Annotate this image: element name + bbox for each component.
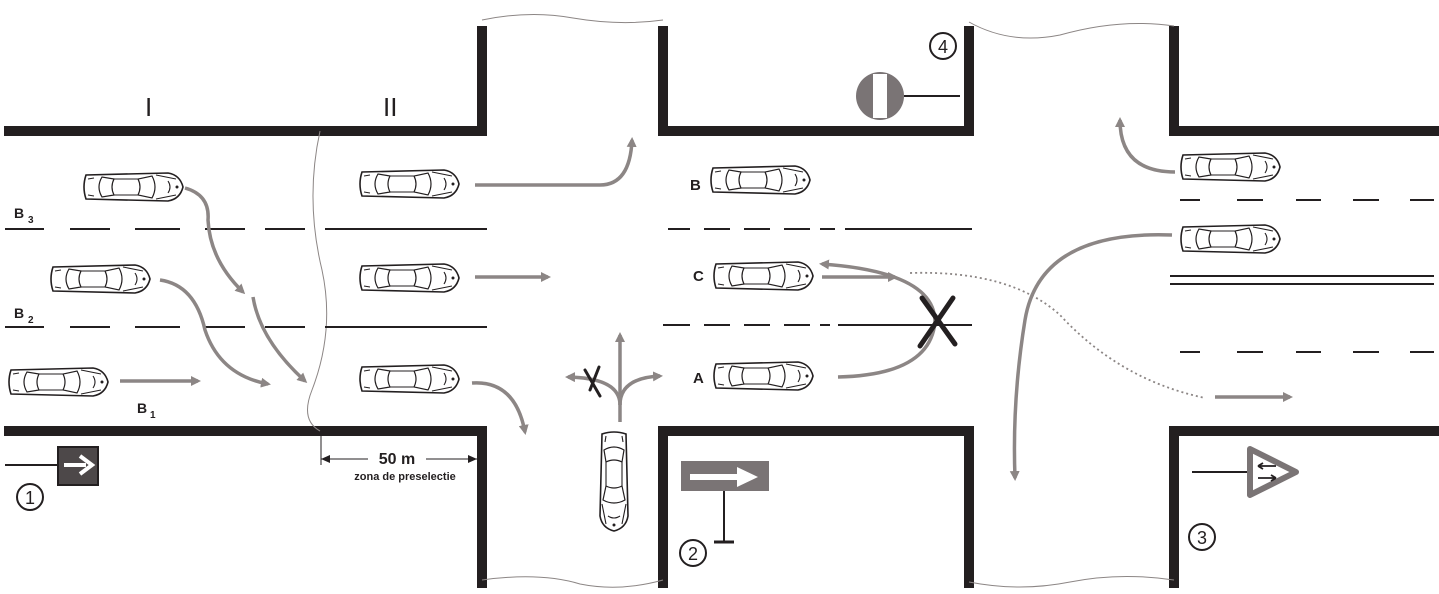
marker-4-label: 4 bbox=[938, 37, 948, 57]
zone-label: zona de preselectie bbox=[354, 471, 456, 483]
car-C bbox=[713, 261, 814, 291]
two-way-traffic-sign-icon bbox=[1192, 446, 1299, 498]
lane-direction-sign-icon bbox=[5, 446, 99, 486]
car-II-top bbox=[359, 169, 460, 199]
arrow-A-uturn bbox=[819, 259, 937, 379]
marker-2-label: 2 bbox=[688, 544, 698, 564]
forbidden-x-small-icon bbox=[583, 365, 602, 398]
road-label-I: I bbox=[145, 92, 152, 122]
marker-2: 2 bbox=[679, 539, 707, 567]
direction-arrow-sign-icon bbox=[681, 461, 769, 544]
car-right-mid bbox=[1180, 224, 1281, 254]
arrow-dotted-path bbox=[909, 271, 1206, 399]
forbidden-x-large-icon bbox=[917, 295, 958, 349]
marker-4: 4 bbox=[929, 32, 957, 60]
lane-label-b3-main: B bbox=[14, 205, 24, 221]
lane-label-b3-sub: 3 bbox=[28, 215, 34, 226]
lane-label-b2: B 2 bbox=[14, 305, 34, 326]
lane-label-b2-main: B bbox=[14, 305, 24, 321]
trajectory-arrows bbox=[120, 117, 1293, 481]
arrow-b3-merge bbox=[184, 186, 246, 295]
distance-label: 50 m bbox=[379, 451, 415, 468]
cut-lines bbox=[307, 13, 1175, 588]
marker-1: 1 bbox=[16, 483, 44, 511]
arrow-right-left-turn bbox=[1009, 233, 1173, 481]
arrow-right-top-right bbox=[1115, 117, 1176, 174]
arrow-b3-merge-2 bbox=[251, 296, 308, 384]
arrow-II-left bbox=[475, 137, 637, 187]
car-label-A: A bbox=[693, 370, 704, 387]
lane-label-b1-sub: 1 bbox=[150, 410, 156, 421]
car-bottom-vertical bbox=[599, 431, 629, 532]
road-label-II: II bbox=[383, 92, 397, 122]
car-I-b3 bbox=[83, 172, 184, 202]
lane-markings bbox=[5, 199, 1434, 353]
lane-label-b2-sub: 2 bbox=[28, 315, 34, 326]
marker-3: 3 bbox=[1188, 523, 1216, 551]
road-edges bbox=[4, 26, 1439, 588]
car-I-b1 bbox=[8, 367, 109, 397]
preselection-zone-dimension: 50 m zona de preselectie bbox=[320, 433, 477, 483]
marker-3-label: 3 bbox=[1197, 528, 1207, 548]
lane-label-b3: B 3 bbox=[14, 205, 34, 226]
car-A bbox=[713, 361, 814, 391]
arrow-up-left bbox=[565, 372, 622, 406]
car-I-b2 bbox=[50, 264, 151, 294]
car-B bbox=[710, 165, 811, 195]
car-II-mid bbox=[359, 263, 460, 293]
lane-label-b1-main: B bbox=[137, 400, 147, 416]
arrow-II-right bbox=[471, 381, 529, 435]
car-label-C: C bbox=[693, 268, 704, 285]
car-right-top bbox=[1180, 152, 1281, 182]
marker-1-label: 1 bbox=[25, 488, 35, 508]
car-II-bottom bbox=[359, 364, 460, 394]
arrow-up-right bbox=[618, 371, 663, 406]
end-of-restriction-sign-icon bbox=[856, 72, 960, 120]
car-label-B: B bbox=[690, 177, 701, 194]
arrow-b2-merge bbox=[159, 278, 271, 388]
lane-label-b1: B 1 bbox=[137, 400, 156, 421]
